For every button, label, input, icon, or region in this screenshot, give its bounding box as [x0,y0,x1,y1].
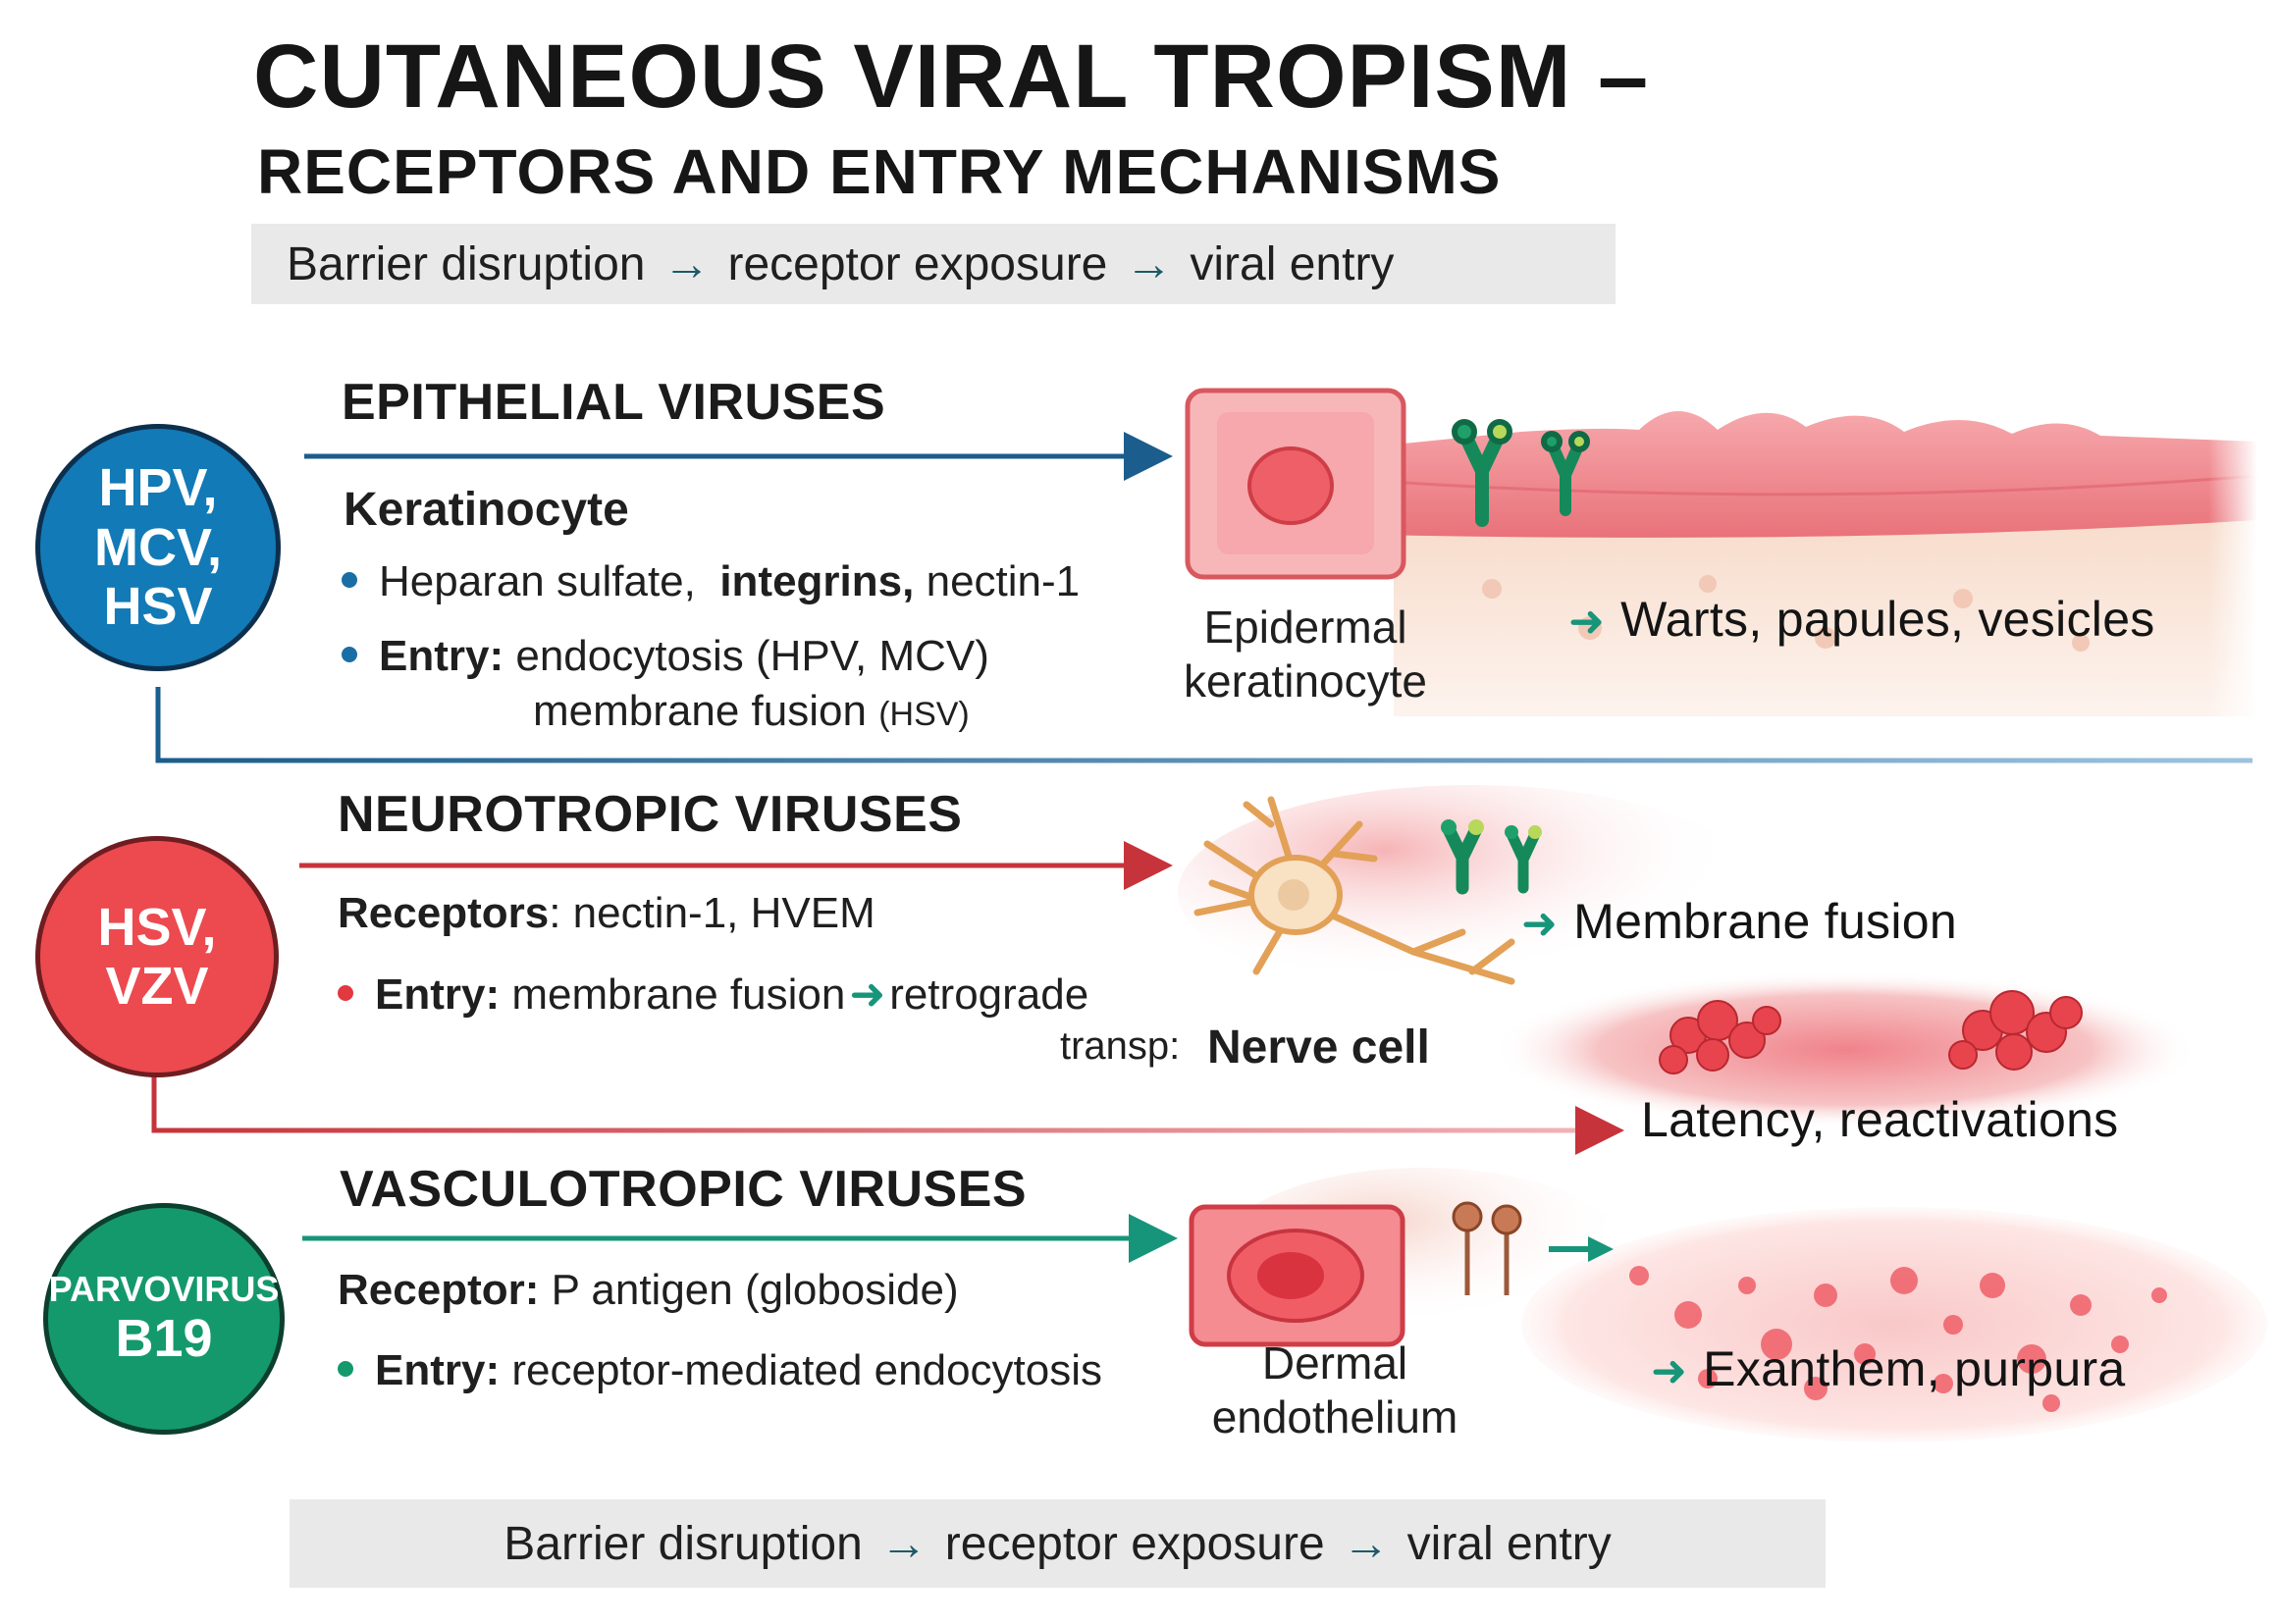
entry-line: Entry: membrane fusion➜retrograde [338,969,1088,1020]
vasculotropic-outcome: ➜ Exanthem, purpura [1651,1340,2126,1397]
entry-line: Entry: receptor-mediated endocytosis [338,1346,1102,1395]
entry-text: membrane fusion [533,687,867,735]
nerve-cell-label: Nerve cell [1207,1022,1430,1074]
neurotropic-title: NEUROTROPIC VIRUSES [338,786,963,843]
receptor-line: Heparan sulfate, integrins, nectin-1 [342,557,1080,606]
flow-step-2: receptor exposure [944,1517,1325,1570]
epidermal-keratinocyte-label: Epidermal keratinocyte [1168,601,1443,708]
virus-name: VZV [105,957,209,1016]
outcome-text: Exanthem, purpura [1703,1341,2126,1396]
flow-step-2: receptor exposure [727,237,1108,290]
lesion-cluster [1659,990,2083,1074]
entry-label: Entry: [379,632,504,680]
bullet-icon [342,572,357,589]
virus-circle-epithelial: HPV, MCV, HSV [35,424,281,671]
dermal-endothelium-label: Dermal endothelium [1178,1336,1492,1444]
entry-text-small: (HSV) [878,696,970,733]
neurotropic-outcome-2: Latency, reactivations [1641,1092,2119,1147]
virus-name: B19 [115,1308,213,1368]
entry-label: Entry: [375,1346,501,1394]
receptor-text: Heparan sulfate, [379,557,696,605]
flow-step-3: viral entry [1190,237,1395,290]
purpura-spots [1629,1266,2167,1412]
nerve-cell-illustration [1178,785,2199,1128]
receptor-label: Receptor: [338,1266,540,1314]
epithelial-outcome: ➜ Warts, papules, vesicles [1568,591,2155,648]
arrow-right-icon: → [1342,1517,1390,1570]
virus-name: HSV [103,577,213,637]
receptor-icon [1452,1201,1522,1295]
keratinocyte-skin-illustration [1185,373,2258,736]
arrow-right-icon: ➜ [1651,1347,1688,1395]
entry-text: transp: [1060,1024,1181,1068]
bullet-icon [338,985,353,1002]
virus-circle-vasculotropic: PARVOVIRUS B19 [43,1203,285,1435]
endothelium-illustration [1189,1168,2267,1442]
entry-text: receptor-mediated endocytosis [511,1346,1103,1394]
arrow-right-icon: → [879,1517,928,1570]
arrow-right-icon: ➜ [1521,900,1559,948]
entry-text: membrane fusion [511,970,846,1019]
receptor-text: nectin-1 [926,557,1081,605]
virus-circle-neurotropic: HSV, VZV [35,836,279,1077]
arrow-right-icon: ➜ [1568,598,1606,646]
image-label: Epidermal [1203,602,1407,653]
page-title: CUTANEOUS VIRAL TROPISM – [253,26,1650,127]
receptor-text: : nectin-1, HVEM [549,889,875,937]
entry-text: endocytosis (HPV, MCV) [515,632,989,680]
flow-step-1: Barrier disruption [504,1517,863,1570]
receptor-icon [1441,819,1542,895]
image-label: Dermal [1261,1337,1408,1388]
virus-name: PARVOVIRUS [48,1268,280,1309]
virus-name: MCV, [93,517,223,577]
receptor-text: P antigen (globoside) [551,1266,959,1314]
latency-arrow [151,1072,1624,1155]
flow-bar-top: Barrier disruption → receptor exposure →… [251,224,1616,304]
arrow-right-icon: → [1125,237,1173,290]
entry-line: Entry: endocytosis (HPV, MCV) [342,632,989,681]
virus-name: HSV, [97,897,217,957]
flow-bar-bottom: Barrier disruption → receptor exposure →… [290,1499,1826,1588]
receptor-icon [1452,419,1590,527]
vasculotropic-title: VASCULOTROPIC VIRUSES [340,1161,1028,1218]
cell-type-label: Keratinocyte [344,484,629,536]
receptor-line: Receptors: nectin-1, HVEM [338,889,875,938]
arrow-right-icon: → [662,237,711,290]
entry-text: retrograde [889,970,1089,1019]
image-label: endothelium [1211,1391,1458,1443]
neurotropic-outcome-1: ➜ Membrane fusion [1521,893,1957,950]
receptor-label: Receptors [338,889,550,937]
outcome-text: Warts, papules, vesicles [1620,592,2155,647]
bullet-icon [342,647,357,663]
image-label: keratinocyte [1183,655,1427,707]
entry-label: Entry: [375,970,501,1019]
entry-line-2: transp: [1060,1024,1180,1069]
receptor-line: Receptor: P antigen (globoside) [338,1266,959,1315]
arrow-right-icon: ➜ [849,970,886,1019]
epithelial-title: EPITHELIAL VIRUSES [342,374,886,431]
bullet-icon [338,1361,353,1378]
outcome-text: Membrane fusion [1573,894,1957,949]
page-subtitle: RECEPTORS AND ENTRY MECHANISMS [257,136,1502,207]
neuron-icon [1193,796,1515,985]
entry-line-2: membrane fusion (HSV) [533,687,970,736]
virus-name: HPV, [98,458,218,518]
receptor-text: integrins, [719,557,915,605]
flow-step-3: viral entry [1406,1517,1612,1570]
epithelial-divider [155,687,2252,763]
flow-step-1: Barrier disruption [287,237,646,290]
